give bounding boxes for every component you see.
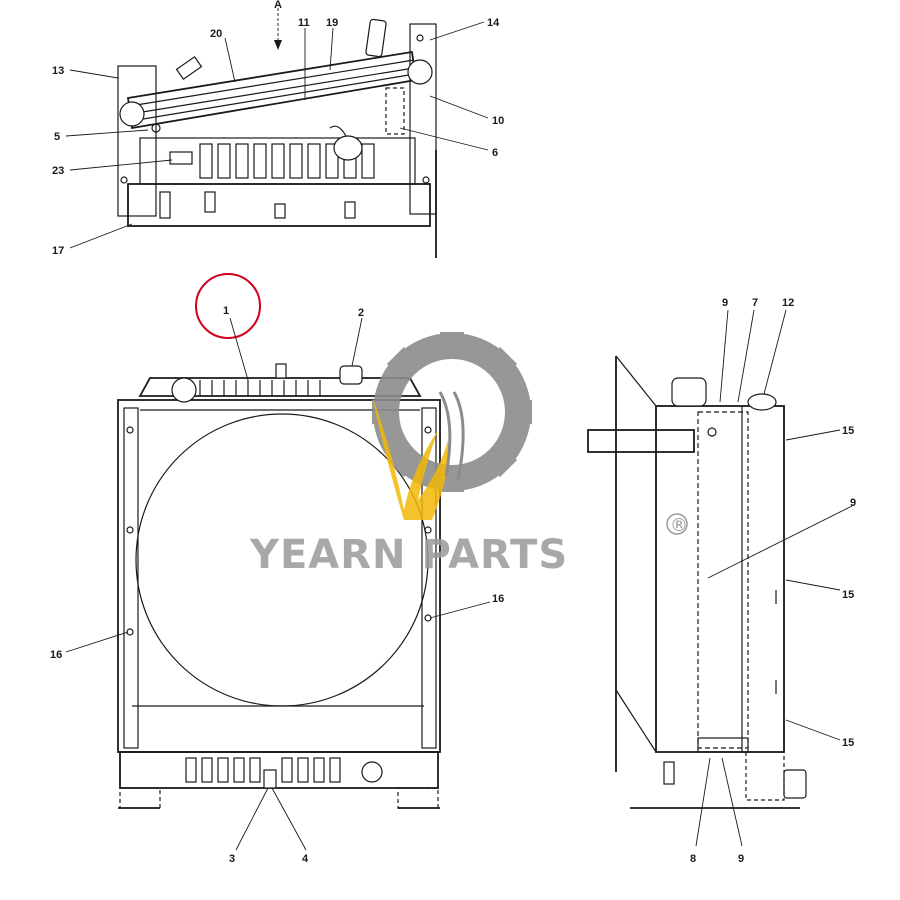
- callout-3: 3: [229, 853, 235, 865]
- view-arrow-label: A: [274, 0, 282, 11]
- callout-12: 12: [782, 297, 794, 309]
- callout-17: 17: [52, 245, 64, 257]
- brand-name-text: YEARN PARTS: [249, 532, 568, 578]
- callout-7: 7: [752, 297, 758, 309]
- callout-11: 11: [298, 17, 310, 29]
- callout-9-mid: 9: [850, 497, 856, 509]
- callout-2: 2: [358, 307, 364, 319]
- core-fins: [199, 143, 375, 179]
- callout-19: 19: [326, 17, 338, 29]
- callout-6: 6: [492, 147, 498, 159]
- top-tank-fins: [199, 380, 321, 396]
- callout-4: 4: [302, 853, 309, 865]
- callout-16-left: 16: [50, 649, 62, 661]
- top-view: A 20 11 19 14 13 10 5 6 23 17: [52, 0, 504, 258]
- callout-23: 23: [52, 165, 64, 177]
- front-view: 1 2 16 16 3 4: [50, 273, 504, 865]
- callout-1: 1: [223, 305, 229, 317]
- brand-watermark: YEARN PARTS ®: [249, 332, 688, 578]
- callout-16-right: 16: [492, 593, 504, 605]
- callout-9-bottom: 9: [738, 853, 744, 865]
- gear-logo-icon: [372, 332, 532, 492]
- callout-14: 14: [487, 17, 500, 29]
- registered-mark: ®: [670, 515, 688, 536]
- highlight-circle: [195, 273, 261, 339]
- callout-5: 5: [54, 131, 60, 143]
- callout-15-top: 15: [842, 425, 854, 437]
- callout-9-top: 9: [722, 297, 728, 309]
- callout-15-mid: 15: [842, 589, 854, 601]
- callout-15-bottom: 15: [842, 737, 854, 749]
- flame-logo-icon: [372, 396, 449, 520]
- callout-8: 8: [690, 853, 696, 865]
- callout-13: 13: [52, 65, 64, 77]
- side-view: 9 7 12 15 9 15 15 8 9: [587, 297, 856, 865]
- callout-20: 20: [210, 28, 222, 40]
- bottom-tank-fins: [185, 757, 341, 783]
- callout-10: 10: [492, 115, 504, 127]
